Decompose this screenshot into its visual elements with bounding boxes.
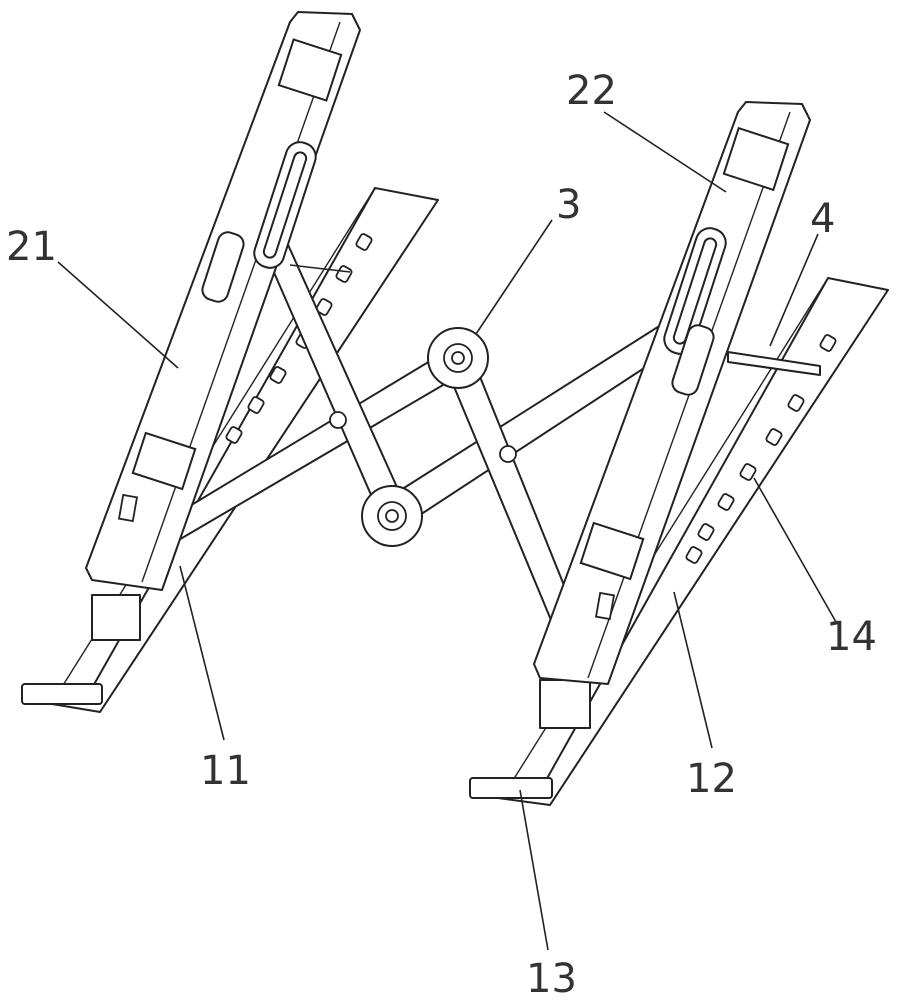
right-support-bar (533, 101, 811, 685)
left-base-bar (21, 187, 439, 713)
left-latch (201, 231, 245, 303)
left-support-bar (85, 11, 361, 591)
left-base-adjust-holes (225, 233, 373, 444)
label-14: 14 (826, 614, 877, 660)
label-4: 4 (810, 196, 835, 242)
right-base-hinge (539, 679, 591, 729)
left-connect-rod (289, 264, 351, 273)
right-lock-slot (594, 591, 616, 621)
label-13: 13 (526, 956, 577, 1000)
left-top-pad (277, 38, 343, 102)
left-slot (253, 141, 317, 269)
right-bottom-pad (579, 521, 645, 581)
middle-rivet (499, 445, 517, 463)
left-bottom-pad (131, 431, 197, 491)
right-base-adjust-holes (685, 334, 837, 564)
left-rivet (329, 411, 347, 429)
right-latch (671, 324, 715, 396)
reference-numerals: 21 22 3 4 11 12 13 14 (6, 68, 877, 1002)
label-21: 21 (6, 224, 57, 270)
left-base-hinge (91, 594, 141, 641)
leader-22 (603, 111, 727, 193)
leader-3 (475, 219, 553, 335)
right-slot (663, 227, 727, 355)
leader-lines (57, 111, 837, 951)
leader-13 (519, 789, 549, 951)
left-lock-slot (117, 493, 139, 523)
right-connect-rod (727, 351, 821, 376)
label-3: 3 (556, 182, 581, 228)
leader-4 (769, 233, 819, 347)
leader-12 (673, 591, 713, 749)
right-base-hole-14 (739, 463, 757, 481)
leader-21 (57, 261, 179, 369)
leader-11 (179, 565, 225, 741)
label-11: 11 (200, 748, 251, 794)
leader-14 (753, 477, 837, 623)
label-12: 12 (686, 756, 737, 802)
right-top-pad (722, 126, 790, 192)
right-foot-pad (469, 777, 553, 799)
label-22: 22 (566, 68, 617, 114)
scissor-linkage (145, 237, 821, 633)
left-foot-pad (21, 683, 103, 705)
